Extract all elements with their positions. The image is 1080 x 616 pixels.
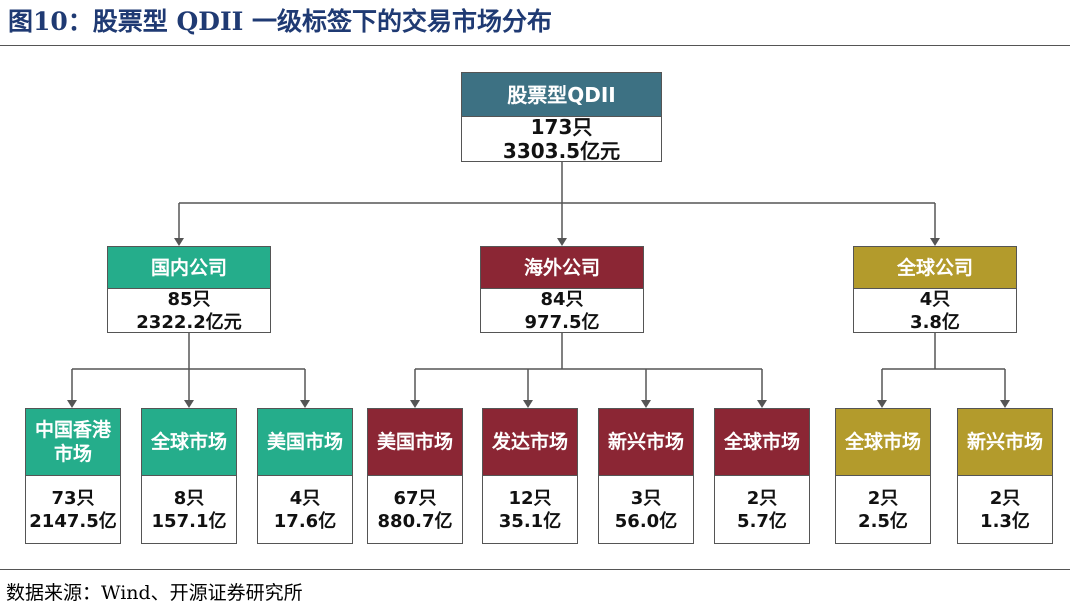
figure-title: 图10：股票型 QDII 一级标签下的交易市场分布 — [8, 7, 553, 36]
leaf-node-size: 157.1亿 — [151, 510, 227, 532]
level1-node-global-size: 3.8亿 — [910, 311, 960, 333]
leaf-node-stats: 2只 1.3亿 — [957, 476, 1053, 544]
arrow-overseas-leaf-3 — [641, 400, 651, 408]
leaf-node-domestic-global: 全球市场 8只 157.1亿 — [141, 408, 237, 544]
leaf-node-size: 17.6亿 — [273, 510, 337, 532]
leaf-node-global-global: 全球市场 2只 2.5亿 — [835, 408, 931, 544]
leaf-node-size: 2147.5亿 — [29, 510, 117, 532]
leaf-node-stats: 67只 880.7亿 — [367, 476, 463, 544]
leaf-node-label: 发达市场 — [482, 408, 578, 476]
leaf-node-count: 3只 — [630, 487, 662, 509]
leaf-node-stats: 3只 56.0亿 — [598, 476, 694, 544]
source-divider — [0, 569, 1070, 570]
arrow-root-to-overseas — [557, 238, 567, 246]
level1-node-domestic-size: 2322.2亿元 — [136, 311, 242, 333]
title-divider — [0, 45, 1070, 46]
leaf-node-overseas-global: 全球市场 2只 5.7亿 — [714, 408, 810, 544]
arrow-global-leaf-1 — [877, 400, 887, 408]
leaf-node-stats: 4只 17.6亿 — [257, 476, 353, 544]
level1-node-global: 全球公司 4只 3.8亿 — [853, 246, 1017, 333]
arrow-root-to-domestic — [174, 238, 184, 246]
leaf-node-count: 73只 — [51, 487, 95, 509]
leaf-node-global-emerging: 新兴市场 2只 1.3亿 — [957, 408, 1053, 544]
leaf-node-label: 美国市场 — [257, 408, 353, 476]
leaf-node-count: 67只 — [393, 487, 437, 509]
leaf-node-size: 1.3亿 — [980, 510, 1030, 532]
level1-node-domestic: 国内公司 85只 2322.2亿元 — [107, 246, 271, 333]
arrow-root-to-global — [930, 238, 940, 246]
source-note: 数据来源：Wind、开源证券研究所 — [6, 582, 303, 604]
leaf-node-label: 中国香港市场 — [25, 408, 121, 476]
root-node-count: 173只 — [530, 115, 593, 139]
leaf-node-stats: 2只 2.5亿 — [835, 476, 931, 544]
leaf-node-stats: 12只 35.1亿 — [482, 476, 578, 544]
leaf-node-count: 8只 — [173, 487, 205, 509]
leaf-node-overseas-developed: 发达市场 12只 35.1亿 — [482, 408, 578, 544]
arrow-overseas-leaf-4 — [757, 400, 767, 408]
arrow-domestic-leaf-2 — [184, 400, 194, 408]
level1-node-domestic-stats: 85只 2322.2亿元 — [107, 289, 271, 333]
level1-node-global-count: 4只 — [919, 288, 951, 310]
leaf-node-count: 2只 — [746, 487, 778, 509]
leaf-node-stats: 8只 157.1亿 — [141, 476, 237, 544]
leaf-node-label: 全球市场 — [835, 408, 931, 476]
arrow-global-leaf-2 — [1000, 400, 1010, 408]
root-node-label: 股票型QDII — [461, 72, 662, 117]
leaf-node-count: 12只 — [508, 487, 552, 509]
level1-node-domestic-count: 85只 — [167, 288, 211, 310]
leaf-node-count: 4只 — [289, 487, 321, 509]
leaf-node-count: 2只 — [989, 487, 1021, 509]
arrow-domestic-leaf-3 — [300, 400, 310, 408]
leaf-node-size: 5.7亿 — [737, 510, 787, 532]
leaf-node-overseas-emerging: 新兴市场 3只 56.0亿 — [598, 408, 694, 544]
leaf-node-count: 2只 — [867, 487, 899, 509]
leaf-node-label: 新兴市场 — [598, 408, 694, 476]
leaf-node-size: 880.7亿 — [377, 510, 453, 532]
leaf-node-label: 新兴市场 — [957, 408, 1053, 476]
arrow-overseas-leaf-2 — [523, 400, 533, 408]
leaf-node-size: 2.5亿 — [858, 510, 908, 532]
level1-node-overseas-size: 977.5亿 — [524, 311, 600, 333]
level1-node-overseas-count: 84只 — [540, 288, 584, 310]
leaf-node-stats: 73只 2147.5亿 — [25, 476, 121, 544]
leaf-node-label: 全球市场 — [714, 408, 810, 476]
arrow-overseas-leaf-1 — [410, 400, 420, 408]
level1-node-overseas: 海外公司 84只 977.5亿 — [480, 246, 644, 333]
level1-node-overseas-stats: 84只 977.5亿 — [480, 289, 644, 333]
leaf-node-domestic-hk: 中国香港市场 73只 2147.5亿 — [25, 408, 121, 544]
leaf-node-overseas-us: 美国市场 67只 880.7亿 — [367, 408, 463, 544]
level1-node-overseas-label: 海外公司 — [480, 246, 644, 289]
leaf-node-size: 56.0亿 — [614, 510, 678, 532]
root-node: 股票型QDII 173只 3303.5亿元 — [461, 72, 662, 163]
arrow-domestic-leaf-1 — [67, 400, 77, 408]
root-node-stats: 173只 3303.5亿元 — [461, 115, 662, 163]
leaf-node-label: 全球市场 — [141, 408, 237, 476]
level1-node-global-label: 全球公司 — [853, 246, 1017, 289]
root-node-size: 3303.5亿元 — [502, 139, 621, 163]
leaf-node-size: 35.1亿 — [498, 510, 562, 532]
leaf-node-label: 美国市场 — [367, 408, 463, 476]
leaf-node-stats: 2只 5.7亿 — [714, 476, 810, 544]
level1-node-domestic-label: 国内公司 — [107, 246, 271, 289]
level1-node-global-stats: 4只 3.8亿 — [853, 289, 1017, 333]
leaf-node-domestic-us: 美国市场 4只 17.6亿 — [257, 408, 353, 544]
